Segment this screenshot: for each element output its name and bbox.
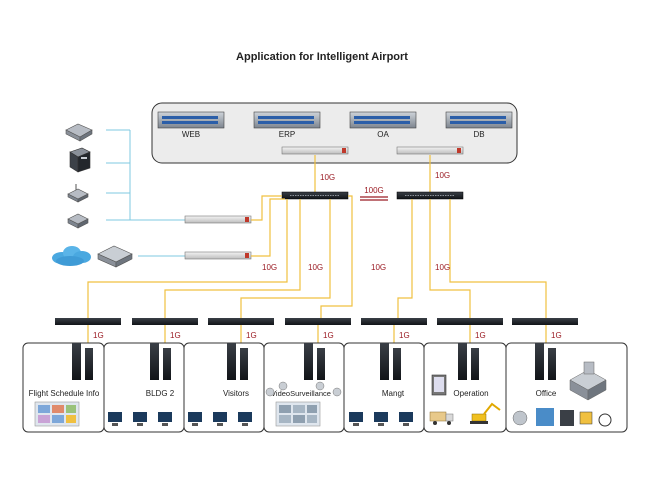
server-web: WEB [157,111,225,139]
uplink-label-6: 1G [475,331,486,340]
uplink-label-7: 1G [551,331,562,340]
dist-switch-2 [132,318,198,325]
link-label-dist-1: 10G [262,263,277,272]
tablet-icon [431,374,447,396]
video-wall-icon [34,401,80,427]
dist-switch-3 [208,318,274,325]
uplink-label-2: 1G [170,331,181,340]
dist-switch-4 [285,318,351,325]
edge-switch-upper [184,215,252,224]
wireless-ap-icon [67,184,89,203]
switch-box-icon [97,245,133,268]
access-switch-pair-7 [535,343,556,380]
link-label-left-uplink: 10G [320,173,335,182]
building-switches [55,318,578,325]
building-icon [569,361,607,401]
server-db: DB [445,111,513,139]
server-label: WEB [182,130,200,139]
dist-switch-7 [512,318,578,325]
uplink-label-1: 1G [93,331,104,340]
dist-switch-1 [55,318,121,325]
links-1g [87,325,547,345]
truck-icon [429,411,454,425]
modem-icon [67,213,89,229]
access-switch-pair-2 [150,343,171,380]
server-switch-right [396,146,464,155]
cloud-icon [52,246,91,266]
uplink-label-3: 1G [246,331,257,340]
building-label-visitors: Visitors [223,389,249,398]
access-switch-pair-1 [72,343,93,380]
pc-icons-mangt [349,412,413,426]
server-erp: ERP [253,111,321,139]
uplink-label-5: 1G [399,331,410,340]
router-icon [65,123,93,142]
dist-switch-6 [437,318,503,325]
building-label-videosurveillance: VideoSurveillance [271,389,331,398]
server-label: OA [377,130,389,139]
server-oa: OA [349,111,417,139]
building-label-mangt: Mangt [382,389,405,398]
access-switch-pair-4 [304,343,325,380]
edge-links [106,129,185,257]
server-tower-icon [69,147,91,173]
dist-switch-5 [361,318,427,325]
core-switch-left [281,191,349,200]
building-label-operation: Operation [453,389,488,398]
link-label-dist-2: 10G [308,263,323,272]
edge-switch-lower [184,251,252,260]
link-label-dist-3: 10G [371,263,386,272]
building-label-flight-schedule-info: Flight Schedule Info [29,389,100,398]
excavator-icon [470,402,501,424]
office-equipment-icons [512,408,612,427]
link-label-right-uplink: 10G [435,171,450,180]
pc-icons-visitors [188,412,252,426]
links-10g [87,195,547,320]
server-switch-left [281,146,349,155]
monitor-wall-icon [275,401,321,427]
core-switch-right [396,191,464,200]
building-label-bldg-2: BLDG 2 [146,389,175,398]
building-label-office: Office [536,389,557,398]
page-title: Application for Intelligent Airport [236,51,408,63]
access-switch-pair-6 [458,343,479,380]
link-label-dist-4: 10G [435,263,450,272]
access-switch-pair-3 [227,343,248,380]
building-access-switches [72,343,556,380]
server-label: DB [473,130,484,139]
camera-icons [265,381,342,397]
link-label-interlink: 100G [364,186,384,195]
pc-icons-bldg-2 [108,412,172,426]
server-label: ERP [279,130,295,139]
uplink-label-4: 1G [323,331,334,340]
access-switch-pair-5 [380,343,401,380]
